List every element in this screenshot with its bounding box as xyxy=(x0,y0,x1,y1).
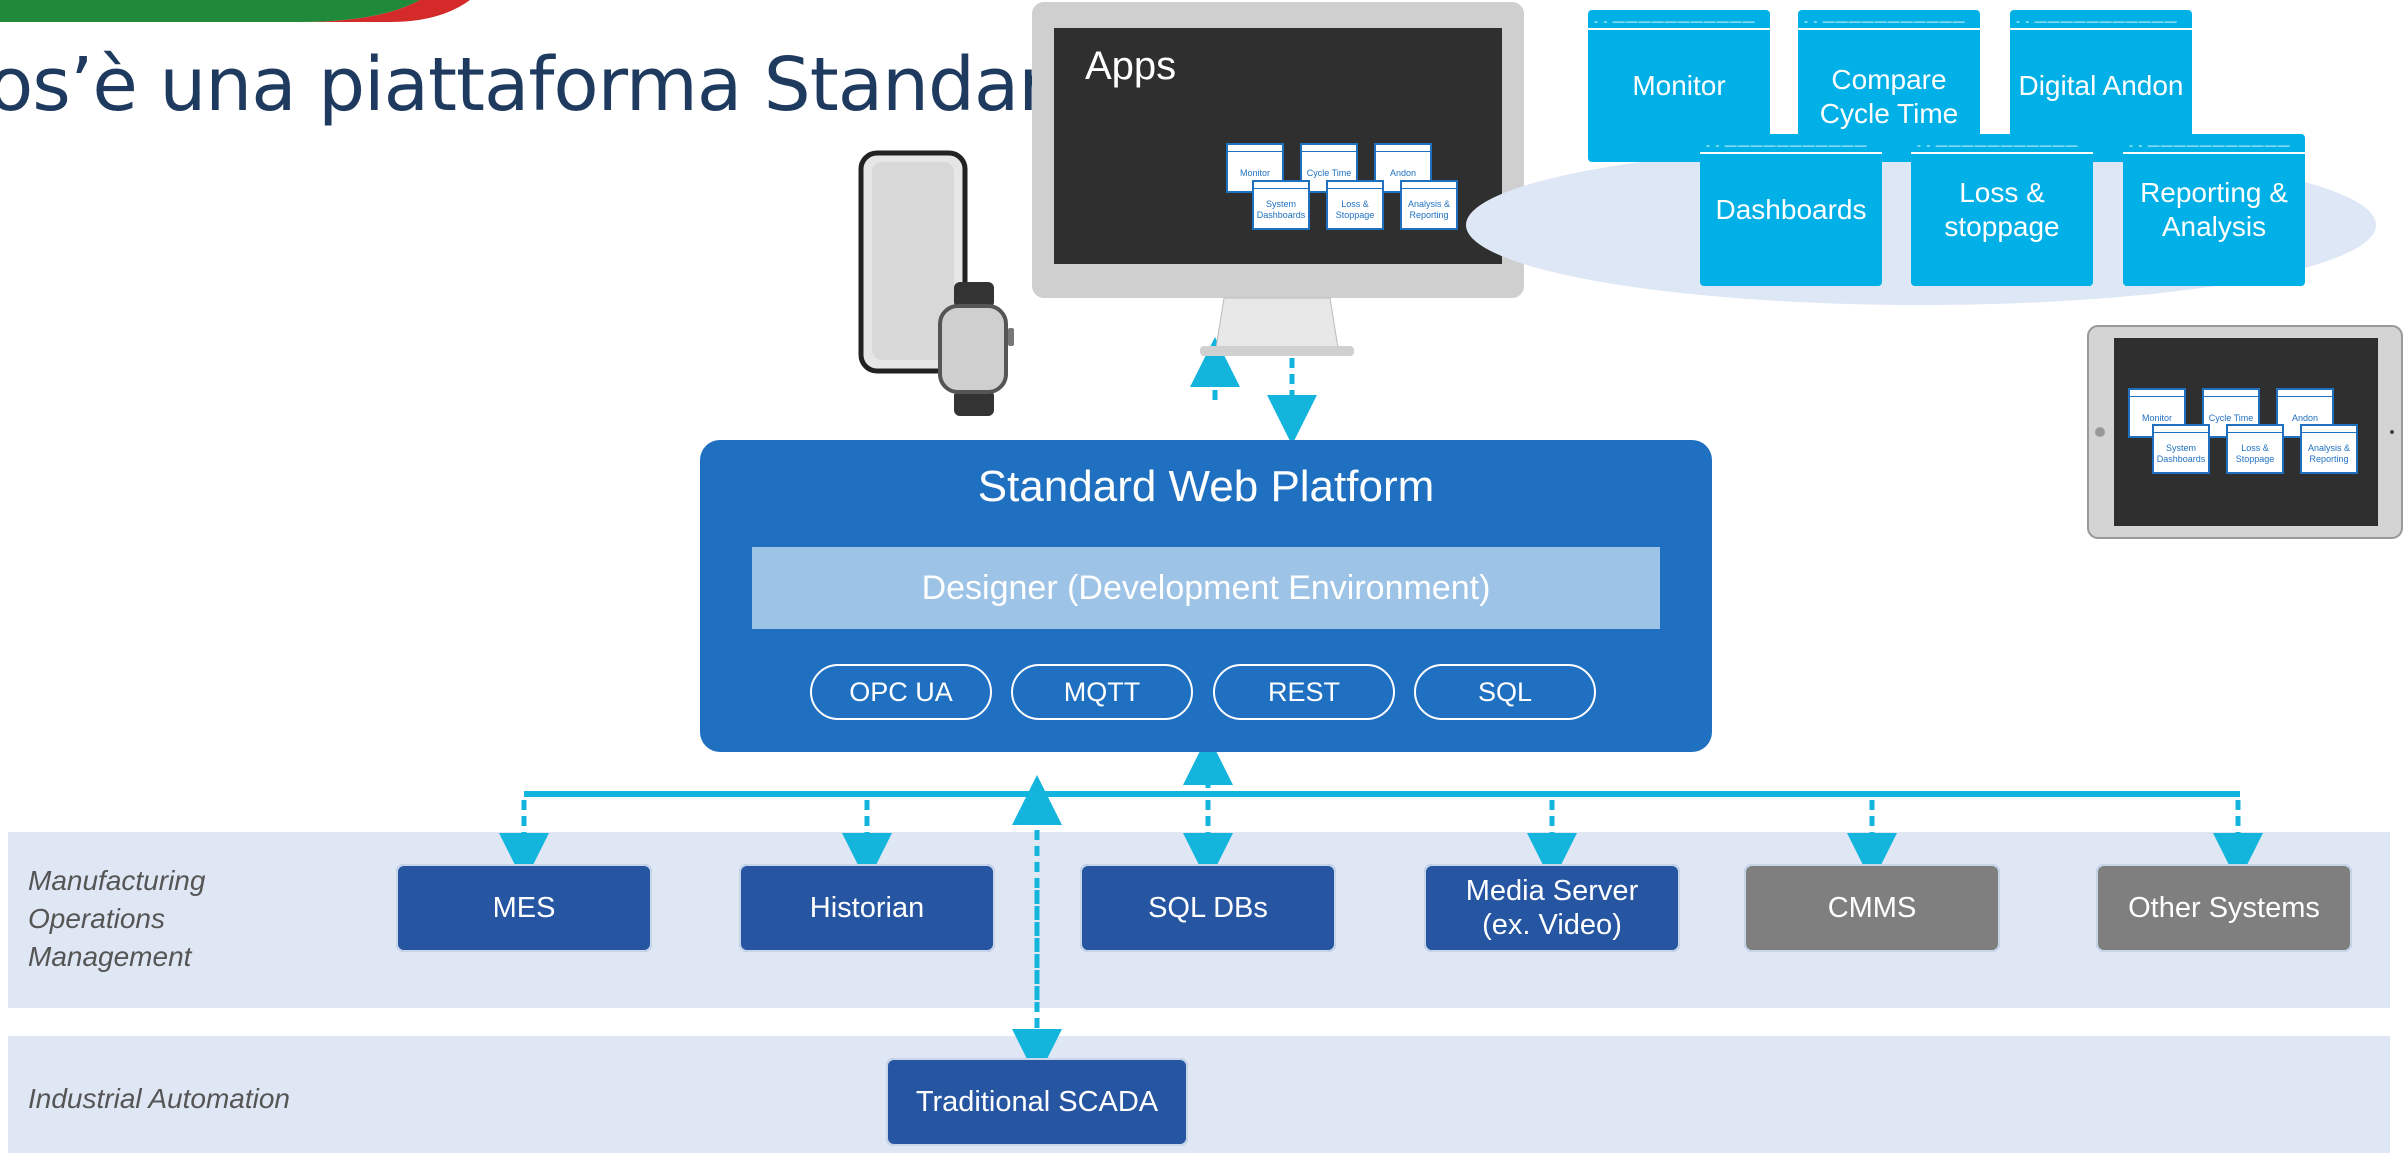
protocol-opc-ua: OPC UA xyxy=(810,664,992,720)
monitor-label: Apps xyxy=(1085,44,1177,88)
tablet-mini-analysis-reporting: Analysis & Reporting xyxy=(2300,424,2358,474)
system-other: Other Systems xyxy=(2096,864,2352,952)
system-sql-dbs: SQL DBs xyxy=(1080,864,1336,952)
page-title: os’è una piattaforma Standard xyxy=(0,42,1093,128)
system-mes: MES xyxy=(396,864,652,952)
smartphone-icon xyxy=(858,150,968,374)
mini-app-loss-stoppage: Loss & Stoppage xyxy=(1326,180,1384,230)
app-tile-loss-stoppage: Loss & stoppage xyxy=(1911,128,2093,286)
operations-band-label: Manufacturing Operations Management xyxy=(28,865,206,972)
automation-band xyxy=(8,1036,2390,1153)
logo-fragment xyxy=(0,0,470,22)
system-cmms: CMMS xyxy=(1744,864,2000,952)
tablet-mini-system-dashboards: System Dashboards xyxy=(2152,424,2210,474)
app-tile-reporting-analysis: Reporting & Analysis xyxy=(2123,128,2305,286)
protocol-rest: REST xyxy=(1213,664,1395,720)
platform-title: Standard Web Platform xyxy=(977,462,1435,511)
standard-web-platform: Standard Web Platform Designer (Developm… xyxy=(700,440,1712,752)
system-media-server: Media Server (ex. Video) xyxy=(1424,864,1680,952)
tablet-mini-loss-stoppage: Loss & Stoppage xyxy=(2226,424,2284,474)
mini-app-system-dashboards: System Dashboards xyxy=(1252,180,1310,230)
protocol-mqtt: MQTT xyxy=(1011,664,1193,720)
protocol-sql: SQL xyxy=(1414,664,1596,720)
smartwatch-icon xyxy=(938,282,1014,416)
designer-environment: Designer (Development Environment) xyxy=(752,547,1660,629)
app-tile-dashboards: Dashboards xyxy=(1700,128,1882,286)
mini-app-analysis-reporting: Analysis & Reporting xyxy=(1400,180,1458,230)
system-historian: Historian xyxy=(739,864,995,952)
system-traditional-scada: Traditional SCADA xyxy=(886,1058,1188,1146)
tablet-mini-cycle-time: Cycle Time xyxy=(2202,388,2260,438)
automation-band-label: Industrial Automation xyxy=(28,1083,290,1114)
